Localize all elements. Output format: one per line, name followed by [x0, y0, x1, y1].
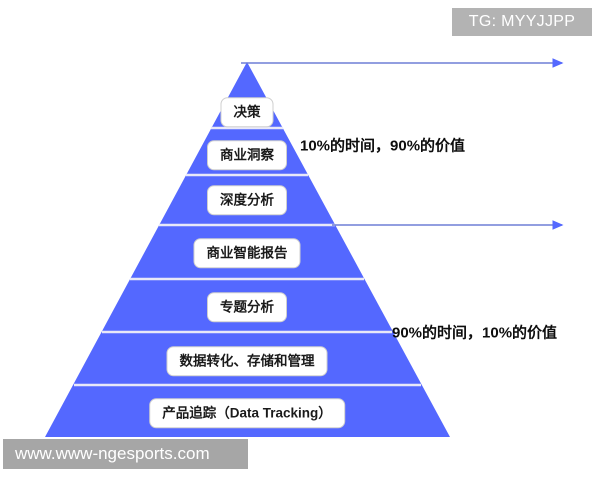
site-watermark-bar: www.www-ngesports.com [3, 439, 248, 469]
tier-label-decision: 决策 [220, 97, 274, 127]
annotation-low-value: 90%的时间，10%的价值 [392, 324, 558, 342]
tier-label-business-insight: 商业洞察 [207, 140, 287, 170]
tg-watermark-badge: TG: MYYJJPP [452, 8, 592, 36]
tier-label-data-transform-storage-management: 数据转化、存储和管理 [166, 346, 328, 376]
tier-label-bi-report: 商业智能报告 [193, 238, 301, 268]
tier-label-product-tracking: 产品追踪（Data Tracking） [149, 398, 345, 428]
tier-label-thematic-analysis: 专题分析 [207, 292, 287, 322]
annotation-high-value: 10%的时间，90%的价值 [300, 137, 466, 155]
tier-label-deep-analysis: 深度分析 [207, 185, 287, 215]
